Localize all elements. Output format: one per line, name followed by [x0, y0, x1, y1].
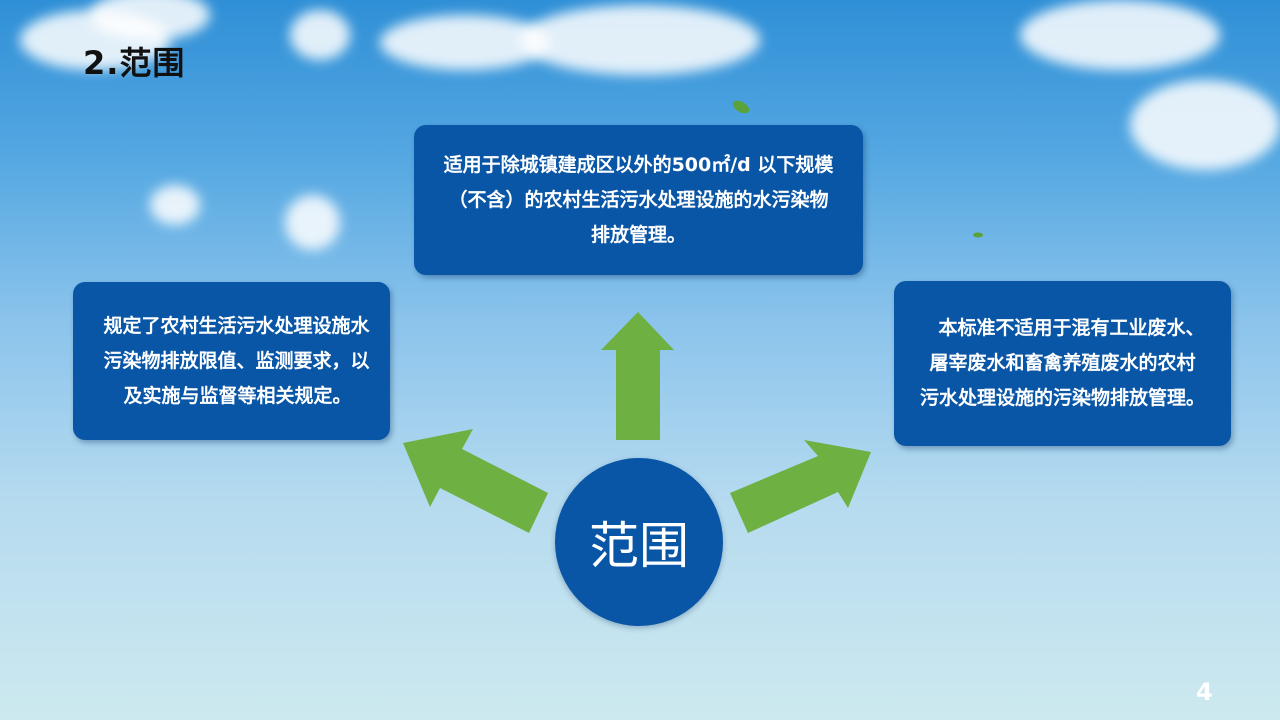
scope-applicability-box: 适用于除城镇建成区以外的500㎡/d 以下规模 （不含）的农村生活污水处理设施的…	[414, 125, 863, 275]
cloud	[1130, 80, 1280, 170]
leaf-icon	[732, 100, 750, 114]
center-scope-circle: 范围	[555, 458, 723, 626]
box-text-line: 适用于除城镇建成区以外的500㎡/d 以下规模	[443, 153, 834, 176]
cloud	[290, 10, 350, 60]
box-text-line: 污水处理设施的污染物排放管理。	[919, 387, 1205, 409]
arrow-up-left-icon	[403, 429, 548, 533]
box-text-line: 污染物排放限值、监测要求，以	[103, 349, 370, 372]
cloud	[285, 195, 340, 250]
box-text-line: 规定了农村生活污水处理设施水	[103, 314, 370, 337]
arrow-up-right-icon	[730, 440, 871, 533]
cloud	[1020, 0, 1220, 70]
cloud	[520, 5, 760, 75]
scope-provisions-box: 规定了农村生活污水处理设施水 污染物排放限值、监测要求，以 及实施与监督等相关规…	[73, 282, 390, 440]
arrow-up-icon	[601, 312, 674, 440]
scope-exclusion-box: 本标准不适用于混有工业废水、 屠宰废水和畜禽养殖废水的农村 污水处理设施的污染物…	[894, 281, 1231, 446]
leaf-icon	[973, 232, 983, 238]
cloud	[150, 185, 200, 225]
page-number: 4	[1196, 678, 1213, 706]
cloud	[90, 0, 210, 40]
slide-title: 2.范围	[83, 44, 186, 82]
box-text-line: 及实施与监督等相关规定。	[123, 384, 352, 407]
box-text-line: 排放管理。	[590, 223, 686, 246]
box-text-line: 本标准不适用于混有工业废水、	[938, 317, 1205, 339]
box-text-line: 屠宰废水和畜禽养殖废水的农村	[929, 352, 1196, 374]
box-text-line: （不含）的农村生活污水处理设施的水污染物	[448, 188, 829, 211]
